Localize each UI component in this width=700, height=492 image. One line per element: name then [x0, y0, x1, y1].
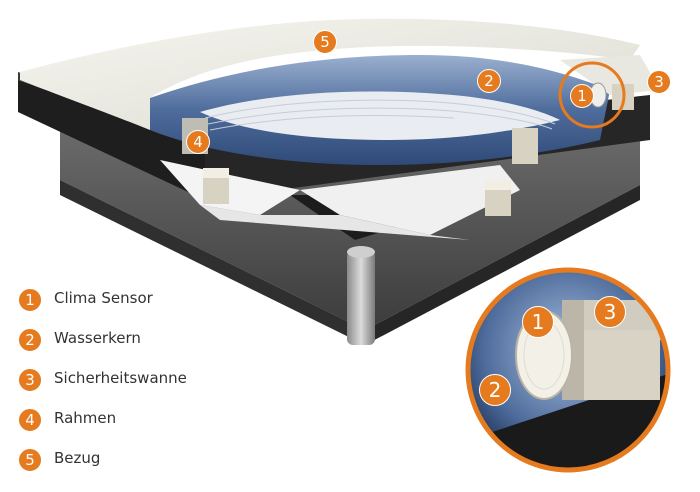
corner-post	[347, 246, 375, 345]
legend-number-5: 5	[18, 448, 42, 472]
legend-number-2: 2	[18, 328, 42, 352]
legend-label-2: Wasserkern	[54, 329, 141, 347]
legend-label-1: Clima Sensor	[54, 289, 153, 307]
zoom-marker-1: 1	[522, 306, 554, 338]
marker-1: 1	[570, 84, 594, 108]
water-core-layers	[204, 99, 556, 131]
legend-label-5: Bezug	[54, 449, 101, 467]
legend-label-4: Rahmen	[54, 409, 117, 427]
marker-3: 3	[647, 70, 671, 94]
sensor-highlight	[558, 61, 626, 129]
marker-5: 5	[313, 30, 337, 54]
liner	[160, 160, 520, 240]
legend-number-3: 3	[18, 368, 42, 392]
legend-label-3: Sicherheitswanne	[54, 369, 187, 387]
marker-2: 2	[477, 69, 501, 93]
water-core	[150, 55, 610, 165]
legend-number-1: 1	[18, 288, 42, 312]
zoom-marker-2: 2	[479, 374, 511, 406]
marker-4: 4	[186, 130, 210, 154]
zoom-marker-3: 3	[594, 296, 626, 328]
legend-number-4: 4	[18, 408, 42, 432]
